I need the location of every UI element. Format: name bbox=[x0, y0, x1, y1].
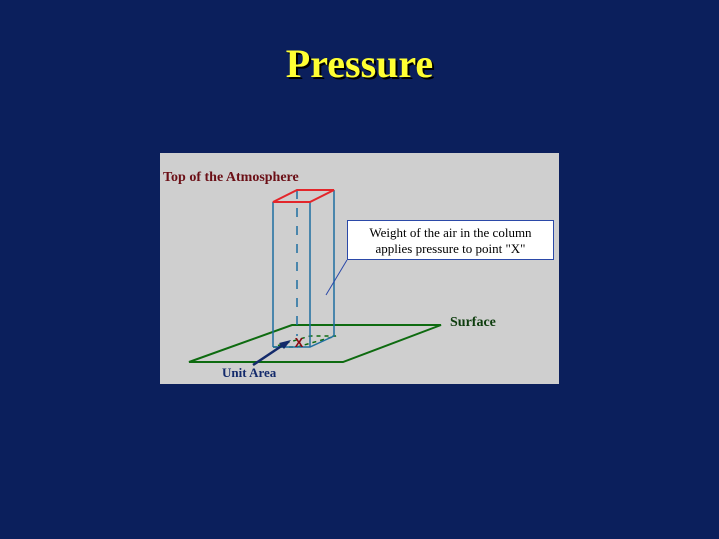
diagram-graphic: X bbox=[188, 189, 442, 367]
unit-area-arrowhead bbox=[279, 340, 291, 349]
callout-box: Weight of the air in the column applies … bbox=[347, 220, 554, 260]
point-x-marker: X bbox=[295, 335, 304, 350]
top-of-atmosphere-label: Top of the Atmosphere bbox=[163, 170, 299, 185]
unit-area-label: Unit Area bbox=[222, 365, 277, 380]
callout-line-2: applies pressure to point "X" bbox=[375, 241, 526, 256]
callout-pointer bbox=[325, 259, 348, 296]
unit-area-pointer bbox=[252, 341, 287, 367]
surface-plane bbox=[188, 324, 442, 363]
slide-title: Pressure bbox=[285, 41, 434, 86]
column-top-face bbox=[272, 189, 335, 203]
surface-label: Surface bbox=[450, 315, 496, 330]
pressure-diagram: X Top of the Atmosphere Surface Unit Are… bbox=[160, 153, 559, 384]
callout-line-1: Weight of the air in the column bbox=[369, 225, 532, 240]
